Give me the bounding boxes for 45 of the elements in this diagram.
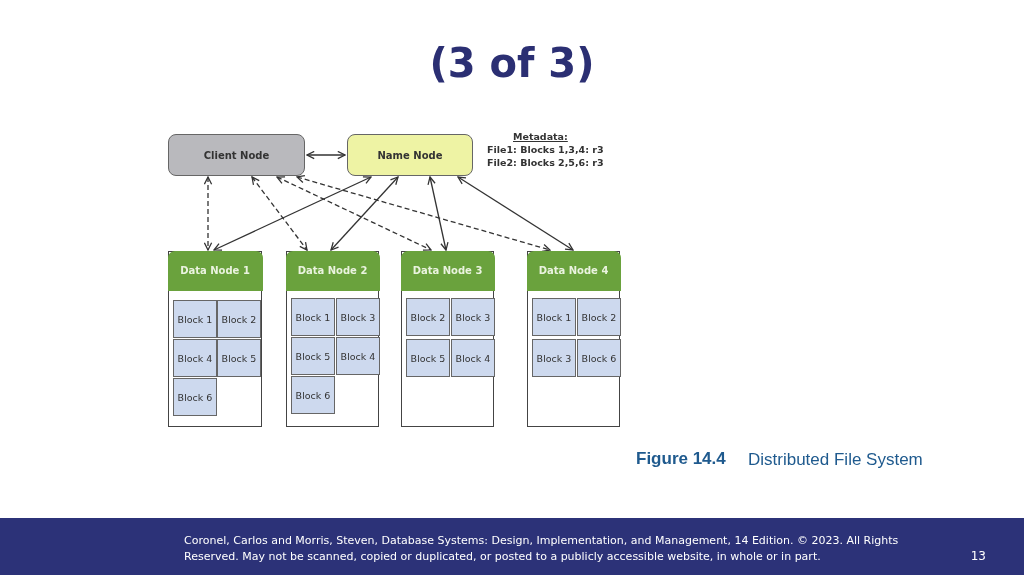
data-node-container <box>168 251 262 427</box>
block-box: Block 4 <box>173 339 217 377</box>
arrow <box>457 176 574 251</box>
dashed-arrow <box>296 174 551 253</box>
block-box: Block 5 <box>291 337 335 375</box>
figure-number: Figure 14.4 <box>636 449 726 469</box>
metadata-text: File2: Blocks 2,5,6: r3 <box>487 156 604 169</box>
block-box: Block 2 <box>406 298 450 336</box>
client-node-box: Client Node <box>168 134 305 176</box>
dashed-arrow <box>276 176 432 251</box>
data-node-header: Data Node 4 <box>526 250 621 291</box>
block-box: Block 3 <box>532 339 576 377</box>
block-box: Block 1 <box>173 300 217 338</box>
block-box: Block 2 <box>217 300 261 338</box>
metadata-heading: Metadata: <box>513 130 568 143</box>
block-box: Block 4 <box>336 337 380 375</box>
arrow <box>427 176 449 251</box>
block-box: Block 4 <box>451 339 495 377</box>
page-number: 13 <box>969 549 986 563</box>
block-box: Block 1 <box>291 298 335 336</box>
data-node-header: Data Node 3 <box>400 250 495 291</box>
data-node-container <box>286 251 379 427</box>
block-box: Block 6 <box>577 339 621 377</box>
data-node-header: Data Node 2 <box>285 250 380 291</box>
figure-caption: Distributed File System <box>748 449 923 471</box>
data-node-header: Data Node 1 <box>167 250 263 291</box>
data-node-container <box>401 251 494 427</box>
arrow <box>330 176 399 251</box>
block-box: Block 2 <box>577 298 621 336</box>
data-node-container <box>527 251 620 427</box>
footer-text: Coronel, Carlos and Morris, Steven, Database Systems: Design, Implementation, and Management, 14 Edition. © 2023. All Rights Reserved. May not be scanned, copied or duplicated, or posted to a publicly accessible website, in whole or in part. <box>184 533 900 565</box>
name-node-box: Name Node <box>347 134 473 176</box>
dashed-arrow <box>251 176 308 251</box>
block-box: Block 3 <box>451 298 495 336</box>
dashed-arrow <box>203 176 213 251</box>
arrow <box>306 150 346 160</box>
slide-title: (3 of 3) <box>428 40 596 86</box>
arrow <box>213 176 372 251</box>
block-box: Block 5 <box>217 339 261 377</box>
block-box: Block 1 <box>532 298 576 336</box>
block-box: Block 6 <box>291 376 335 414</box>
block-box: Block 5 <box>406 339 450 377</box>
block-box: Block 6 <box>173 378 217 416</box>
metadata-text: File1: Blocks 1,3,4: r3 <box>487 143 604 156</box>
block-box: Block 3 <box>336 298 380 336</box>
